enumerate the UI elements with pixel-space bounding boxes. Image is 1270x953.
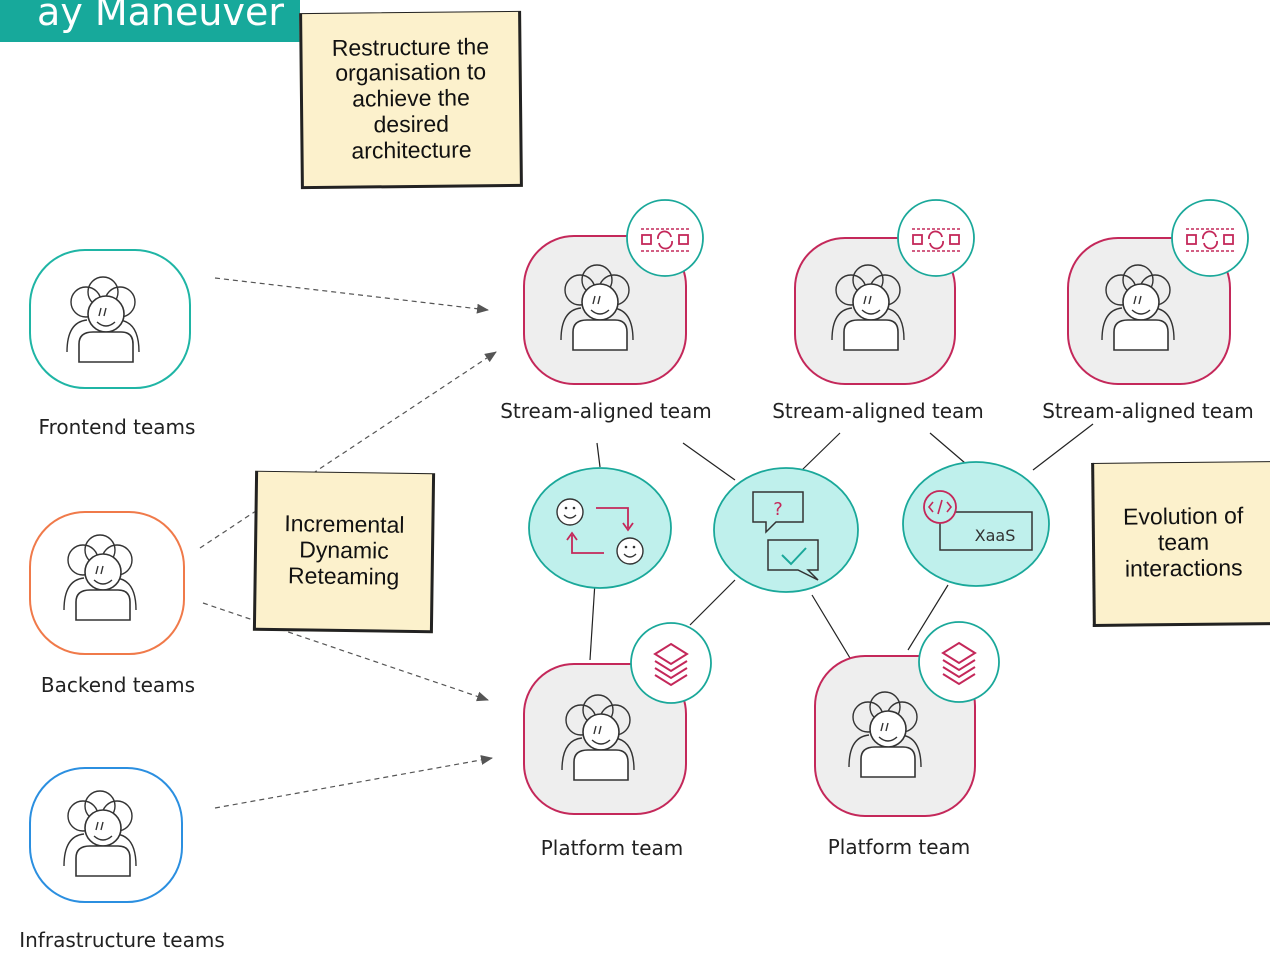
stream-aligned-team-3-shape [1067, 237, 1231, 385]
facilitating-icon: ? [713, 467, 859, 593]
infrastructure-teams-label: Infrastructure teams [19, 928, 225, 952]
note-restructure: Restructure the organisation to achieve … [299, 10, 523, 190]
layers-stack-icon [630, 622, 712, 704]
platform-team-1-label: Platform team [540, 836, 684, 860]
frontend-team-shape [29, 249, 191, 389]
interaction-links [589, 423, 1094, 661]
platform-team-2-label: Platform team [827, 835, 971, 859]
platform-team-1-shape [523, 663, 687, 815]
link-line [689, 579, 736, 626]
title-banner: ay Maneuver [0, 0, 300, 42]
stream-flow-icon [897, 199, 975, 277]
backend-team-shape [29, 511, 185, 655]
stream-aligned-team-1-shape [523, 235, 687, 385]
infrastructure-team-shape [29, 767, 183, 903]
collaboration-icon [528, 467, 672, 589]
link-line [907, 584, 949, 651]
arrow-infrastructure-to-platform [214, 755, 493, 809]
platform-team-2-shape [814, 655, 976, 817]
stream-aligned-team-2-shape [794, 237, 956, 385]
stream-aligned-team-3-label: Stream-aligned team [1042, 399, 1254, 423]
link-line [811, 594, 851, 659]
page-title: ay Maneuver [37, 0, 284, 34]
note-reteaming-text: Incremental Dynamic Reteaming [284, 510, 405, 590]
reteaming-arrows [199, 277, 497, 809]
link-line [929, 432, 966, 464]
arrow-frontend-to-stream [214, 277, 489, 314]
frontend-teams-label: Frontend teams [38, 415, 196, 439]
stream-aligned-team-2-label: Stream-aligned team [772, 399, 984, 423]
backend-teams-label: Backend teams [40, 673, 196, 697]
svg-text:?: ? [773, 499, 783, 520]
link-line [682, 442, 736, 481]
note-evolution-text: Evolution of team interactions [1122, 502, 1244, 582]
link-line [1032, 423, 1094, 471]
note-evolution: Evolution of team interactions [1091, 461, 1270, 627]
xaas-label: XaaS [975, 526, 1016, 545]
note-reteaming: Incremental Dynamic Reteaming [252, 470, 436, 634]
layers-stack-icon [918, 621, 1000, 703]
link-line [596, 442, 601, 468]
link-line [589, 581, 596, 661]
stream-flow-icon [1171, 199, 1249, 277]
link-line [801, 432, 841, 471]
stream-aligned-team-1-label: Stream-aligned team [500, 399, 712, 423]
xaas-icon: XaaS [902, 461, 1050, 587]
note-restructure-text: Restructure the organisation to achieve … [331, 32, 490, 164]
stream-flow-icon [626, 199, 704, 277]
